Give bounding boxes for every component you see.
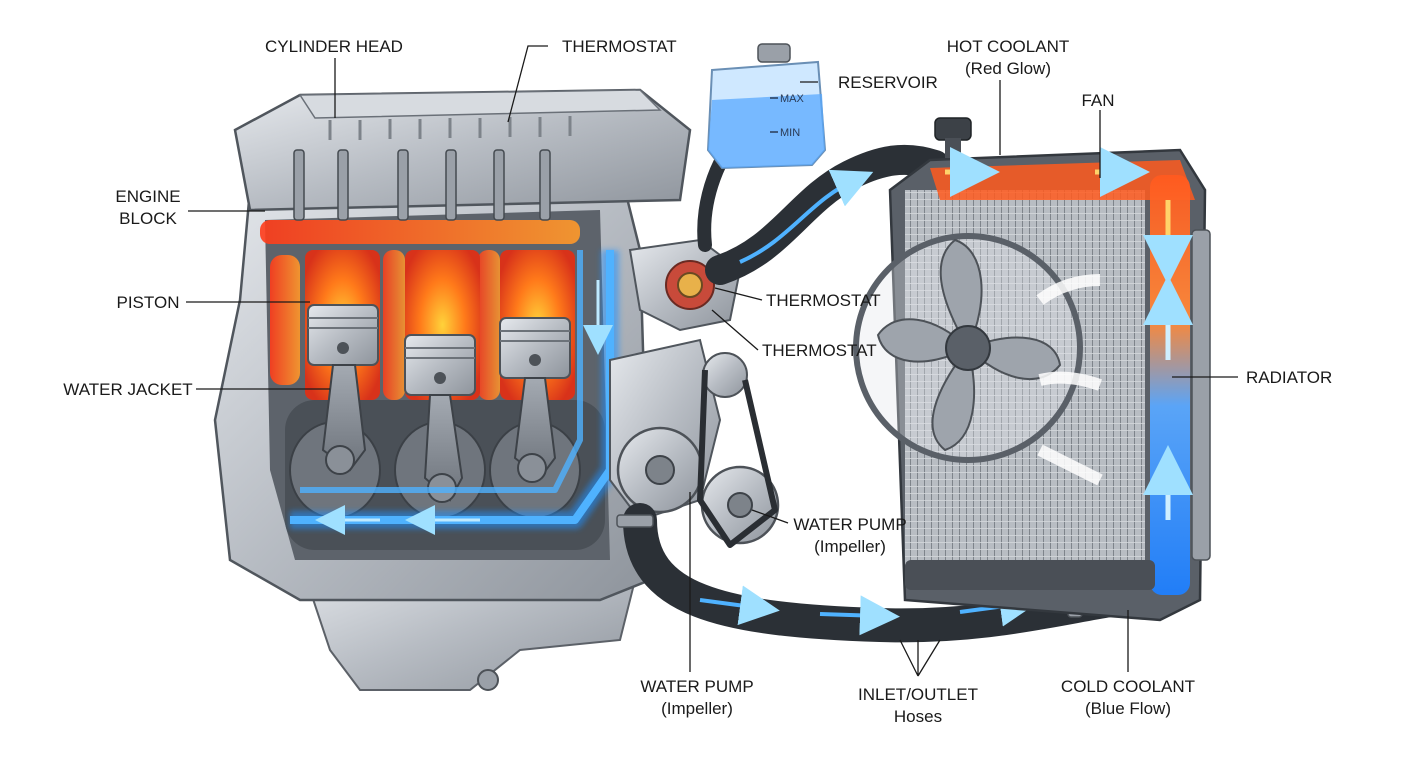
label-water-pump-bottom: WATER PUMP [640,677,753,696]
drive-belt [697,369,778,548]
valves [293,149,551,221]
label-reservoir: RESERVOIR [838,73,938,92]
label-piston: PISTON [117,293,180,312]
piston [307,304,379,475]
connecting-rod [321,364,367,472]
cylinder-head [233,88,692,221]
belt-pulley [697,352,780,548]
drain-plug [477,669,499,691]
hose-clamp [616,514,654,528]
label-thermostat-lower: THERMOSTAT [762,341,877,360]
reservoir-max-mark: MAX [780,93,805,105]
leader-lines [186,45,1238,677]
label-hot-coolant-note: (Red Glow) [965,59,1051,78]
label-water-jacket: WATER JACKET [63,380,192,399]
label-fan: FAN [1081,91,1114,110]
label-cold-coolant: COLD COOLANT [1061,677,1195,696]
label-water-pump-right-note: (Impeller) [814,537,886,556]
label-hoses-note: Hoses [894,707,942,726]
label-cold-coolant-note: (Blue Flow) [1085,699,1171,718]
coolant-reservoir: MAX MIN [706,43,827,170]
cooling-fan [853,233,1103,486]
label-radiator: RADIATOR [1246,368,1332,387]
connecting-rod [513,377,557,480]
piston [499,317,571,483]
label-hot-coolant: HOT COOLANT [947,37,1069,56]
reservoir-cap [757,43,791,63]
label-thermostat-top: THERMOSTAT [562,37,677,56]
reservoir-min-mark: MIN [780,127,800,139]
water-pump [609,338,722,522]
label-engine-block-2: BLOCK [119,209,177,228]
label-thermostat-mid: THERMOSTAT [766,291,881,310]
hot-coolant-jacket [260,220,580,400]
upper-hose [705,144,950,285]
label-water-pump-right: WATER PUMP [793,515,906,534]
label-hoses: INLET/OUTLET [858,685,978,704]
label-cylinder-head: CYLINDER HEAD [265,37,403,56]
radiator-cap [934,117,972,141]
callout-labels: CYLINDER HEAD THERMOSTAT RESERVOIR HOT C… [63,37,1332,726]
pistons [307,304,571,503]
thermostat-valve [677,272,703,298]
label-engine-block: ENGINE [115,187,180,206]
label-water-pump-bottom-note: (Impeller) [661,699,733,718]
piston [404,334,476,503]
